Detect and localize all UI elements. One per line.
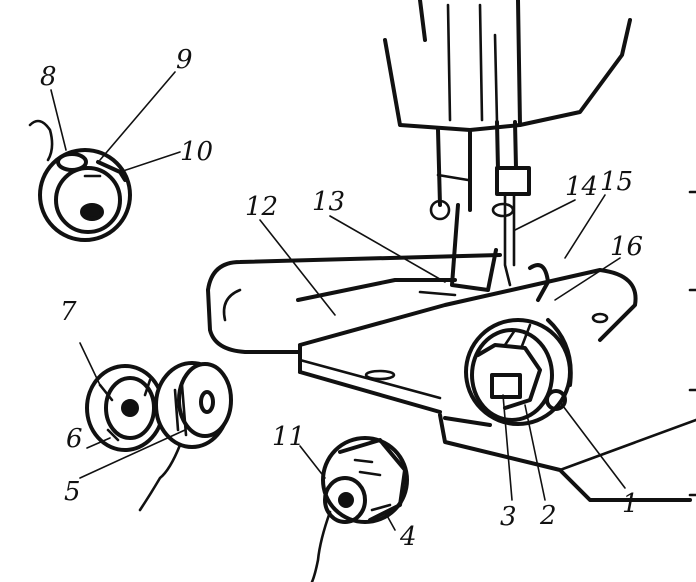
label-12: 12 <box>245 192 278 222</box>
edge-ticks <box>688 190 696 497</box>
label-6: 6 <box>66 424 83 454</box>
label-1: 1 <box>622 489 639 519</box>
label-2: 2 <box>539 501 557 531</box>
machine-head <box>383 0 632 292</box>
callout-labels: 1 2 3 4 5 6 7 8 9 10 11 12 13 14 15 16 <box>40 45 643 552</box>
label-16: 16 <box>610 232 643 262</box>
label-10: 10 <box>180 137 213 167</box>
shuttle-and-bobbin <box>85 361 233 512</box>
label-5: 5 <box>64 477 81 507</box>
bobbin-case-detail <box>28 119 132 242</box>
label-9: 9 <box>176 45 193 75</box>
label-7: 7 <box>60 297 77 327</box>
bobbin-case-open <box>310 436 409 582</box>
needle-plate <box>206 253 638 414</box>
label-11: 11 <box>272 422 305 452</box>
label-14: 14 <box>565 172 598 202</box>
label-13: 13 <box>312 187 345 217</box>
label-8: 8 <box>40 62 57 92</box>
installed-shuttle <box>438 318 696 502</box>
label-15: 15 <box>600 167 633 197</box>
leader-lines <box>50 71 626 531</box>
label-3: 3 <box>500 502 517 532</box>
label-4: 4 <box>399 522 417 552</box>
